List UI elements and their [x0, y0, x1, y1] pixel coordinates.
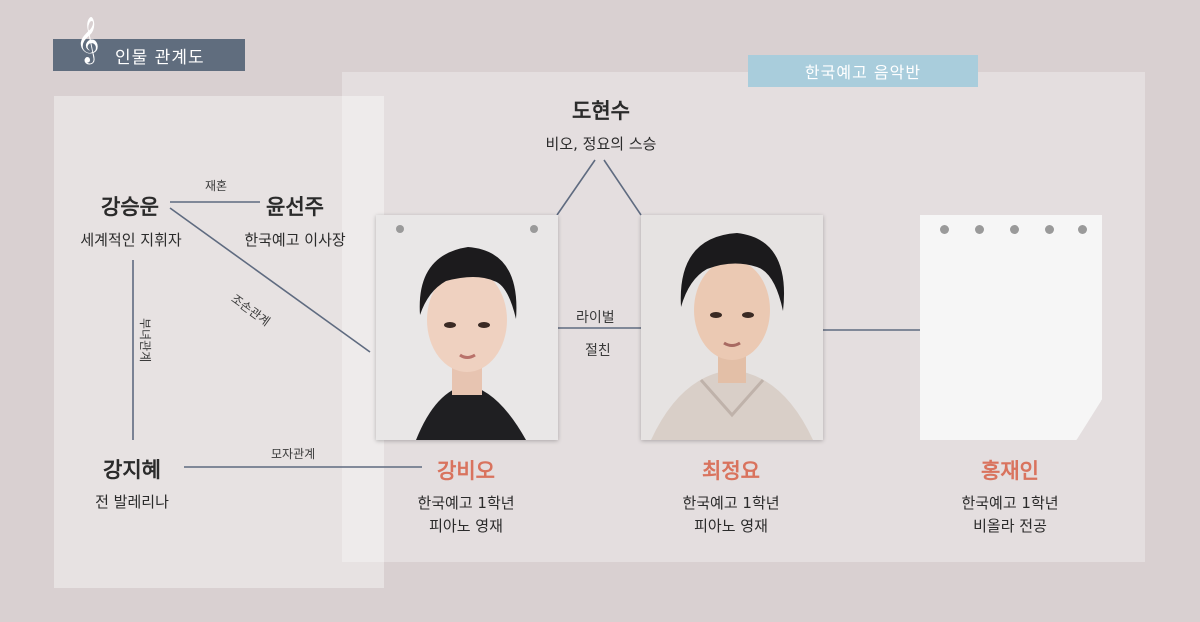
name-kang-jihye: 강지혜 [103, 458, 161, 482]
treble-clef-icon: 𝄞 [76, 17, 100, 63]
line-teacher-bio [556, 159, 596, 216]
desc-kang-jihye: 전 발레리나 [95, 493, 169, 511]
photo-kang-bio [376, 215, 558, 440]
desc-hong-jaein-line2: 비올라 전공 [973, 517, 1047, 535]
portrait-kang-bio [376, 215, 558, 440]
page-title-banner: 인물 관계도 [53, 39, 245, 71]
ring-hole [1045, 225, 1054, 234]
ring-hole [940, 225, 949, 234]
desc-choi-jeongyo-line1: 한국예고 1학년 [682, 494, 780, 512]
desc-choi-jeongyo-line2: 피아노 영재 [694, 517, 768, 535]
name-kang-bio: 강비오 [437, 459, 495, 483]
ring-hole [975, 225, 984, 234]
portrait-choi-jeongyo [641, 215, 823, 440]
blank-card-hong-jaein [920, 215, 1102, 440]
ring-hole [1078, 225, 1087, 234]
label-best-friend: 절친 [585, 343, 611, 359]
group-banner: 한국예고 음악반 [748, 55, 978, 87]
label-rival: 라이벌 [576, 310, 615, 326]
desc-yoon-seonju: 한국예고 이사장 [244, 231, 346, 249]
ring-hole [1010, 225, 1019, 234]
label-mother-child: 모자관계 [271, 447, 316, 461]
label-remarriage: 재혼 [205, 179, 228, 193]
page-title: 인물 관계도 [115, 47, 205, 68]
label-parent-child: 부녀관계 [138, 318, 152, 363]
name-yoon-seonju: 윤선주 [266, 195, 324, 219]
line-teacher-jeongyo [603, 159, 642, 216]
desc-kang-bio-line1: 한국예고 1학년 [417, 494, 515, 512]
name-kang-seungwoon: 강승운 [101, 195, 159, 219]
family-panel [54, 96, 384, 588]
desc-hong-jaein-line1: 한국예고 1학년 [961, 494, 1059, 512]
name-choi-jeongyo: 최정요 [702, 459, 760, 483]
name-do-hyunsu: 도현수 [572, 99, 630, 123]
desc-do-hyunsu: 비오, 정요의 스승 [545, 135, 657, 153]
group-banner-label: 한국예고 음악반 [804, 63, 922, 82]
photo-choi-jeongyo [641, 215, 823, 440]
desc-kang-seungwoon: 세계적인 지휘자 [80, 231, 182, 249]
name-hong-jaein: 홍재인 [981, 459, 1039, 483]
line-grandchild [169, 207, 371, 353]
desc-kang-bio-line2: 피아노 영재 [429, 517, 503, 535]
